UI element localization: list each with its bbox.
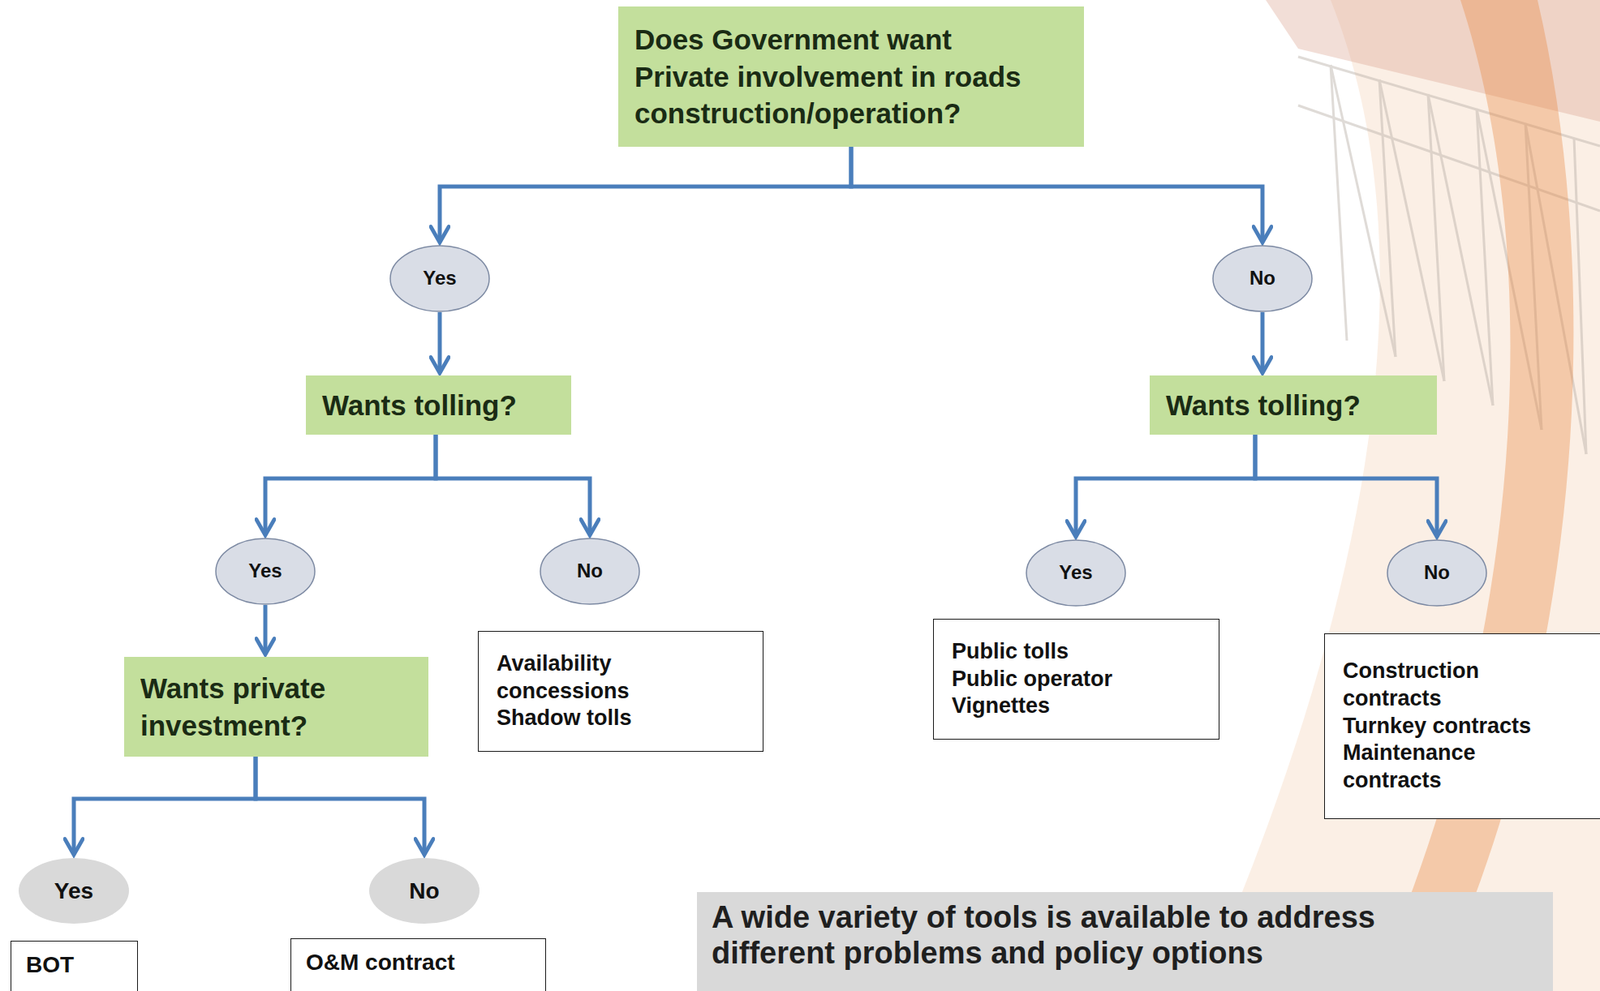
answer-ellipse: Yes <box>215 537 316 606</box>
question-box: Does Government want Private involvement… <box>618 6 1084 147</box>
flow-arrow <box>265 434 436 536</box>
caption-box: A wide variety of tools is available to … <box>696 892 1553 991</box>
node-text: No <box>408 877 439 906</box>
question-box: Wants private investment? <box>124 657 429 757</box>
node-text: Maintenance contracts <box>1342 739 1551 796</box>
answer-ellipse: Yes <box>1025 539 1127 607</box>
flow-arrow <box>439 146 852 244</box>
answer-ellipse: No <box>1386 539 1488 607</box>
node-text: Public tolls <box>951 638 1201 667</box>
orange-swoosh <box>1371 0 1574 991</box>
node-text: No <box>1423 561 1450 585</box>
answer-ellipse: Yes <box>389 245 491 313</box>
answer-ellipse: No <box>368 857 481 925</box>
node-text: Construction contracts <box>1342 658 1551 714</box>
flow-arrow <box>851 146 1263 244</box>
outcome-box: BOT <box>10 941 138 991</box>
node-text: Yes <box>54 877 94 906</box>
ellipse-shape <box>369 858 480 925</box>
flow-arrow <box>255 756 425 856</box>
answer-ellipse: Yes <box>17 857 130 925</box>
ellipse-shape <box>1212 245 1312 312</box>
flow-arrow <box>73 756 256 856</box>
flow-arrow <box>435 434 590 536</box>
answer-ellipse: No <box>1212 245 1313 313</box>
node-text: Turnkey contracts <box>1342 713 1551 741</box>
ellipse-shape <box>18 858 130 925</box>
node-text: O&M contract <box>305 949 531 977</box>
node-text: Does Government want Private involvement… <box>634 21 1037 133</box>
node-text: Wants private investment? <box>140 670 413 745</box>
question-box: Wants tolling? <box>1149 375 1437 435</box>
node-text: Yes <box>248 559 282 584</box>
option-box: Public tollsPublic operatorVignettes <box>933 619 1220 740</box>
node-text: Yes <box>1058 561 1093 585</box>
ellipse-shape <box>540 538 640 605</box>
flow-arrow <box>1260 312 1265 374</box>
ellipse-shape <box>1026 540 1126 607</box>
node-text: A wide variety of tools is available to … <box>711 900 1426 972</box>
answer-ellipse: No <box>539 537 641 606</box>
peach-ground <box>1200 0 1600 991</box>
node-text: Wants tolling? <box>1165 387 1421 425</box>
node-text: Vignettes <box>951 692 1201 721</box>
node-text: No <box>1249 266 1276 291</box>
node-text: No <box>576 559 603 584</box>
question-box: Wants tolling? <box>305 375 572 435</box>
ellipse-shape <box>1387 540 1487 607</box>
node-text: Public operator <box>951 666 1201 694</box>
flow-arrow <box>1255 434 1437 538</box>
outcome-box: O&M contract <box>290 938 547 991</box>
node-text: Availability concessions <box>496 650 731 706</box>
option-box: Availability concessionsShadow tolls <box>477 631 764 753</box>
ellipse-shape <box>390 245 490 312</box>
flow-arrow <box>438 312 443 374</box>
ellipse-shape <box>215 538 315 605</box>
flow-arrow <box>1075 434 1256 538</box>
flow-arrow <box>263 605 268 655</box>
option-box: Construction contractsTurnkey contractsM… <box>1324 633 1600 820</box>
node-text: Yes <box>422 266 456 291</box>
node-text: Shadow tolls <box>496 705 731 733</box>
node-text: Wants tolling? <box>322 387 555 425</box>
node-text: BOT <box>25 951 123 980</box>
